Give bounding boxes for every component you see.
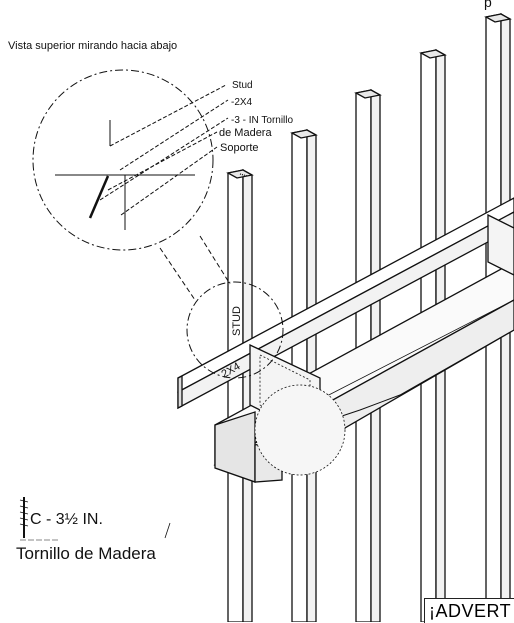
top-view-caption: Vista superior mirando hacia abajo [8, 40, 178, 52]
screw-icon [19, 497, 171, 541]
detail-callout [32, 69, 346, 476]
corner-text-fragment: p [484, 0, 492, 10]
stud-label: Stud [232, 80, 253, 91]
two-by-four-label: -2X4 [231, 97, 253, 108]
end-bracket-right [487, 213, 514, 276]
part-name: Tornillo de Madera [16, 544, 156, 563]
part-code: C - 3½ IN. [30, 511, 103, 528]
warning-box: ¡ADVERT [424, 598, 514, 623]
screw-label-line1: -3 - IN Tornillo [231, 115, 294, 126]
support-label: Soporte [220, 142, 259, 154]
screw-label-line2: de Madera [219, 127, 272, 139]
stud-post-1 [226, 168, 254, 622]
stud-post-label: STUD [231, 306, 243, 336]
